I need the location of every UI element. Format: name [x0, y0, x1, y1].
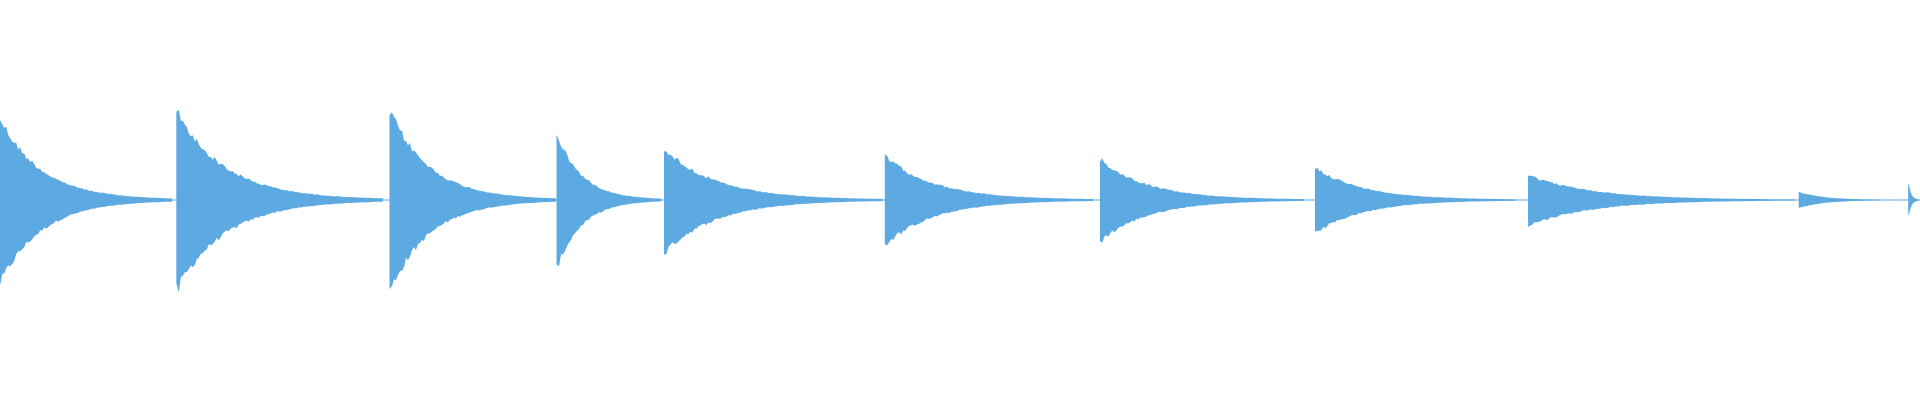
- waveform-segment-2: [176, 109, 383, 292]
- waveform-segment-5: [664, 150, 883, 255]
- waveform-segment-11: [1908, 184, 1919, 215]
- waveform-segment-7: [1099, 158, 1305, 243]
- waveform-segment-9: [1528, 175, 1795, 227]
- waveform-segment-6: [884, 153, 1094, 246]
- waveform-segment-1: [0, 120, 173, 285]
- waveform-segment-10: [1798, 191, 1900, 208]
- waveform-segment-4: [556, 135, 662, 267]
- waveform-segment-8: [1314, 167, 1516, 232]
- waveform-segment-3: [389, 112, 557, 290]
